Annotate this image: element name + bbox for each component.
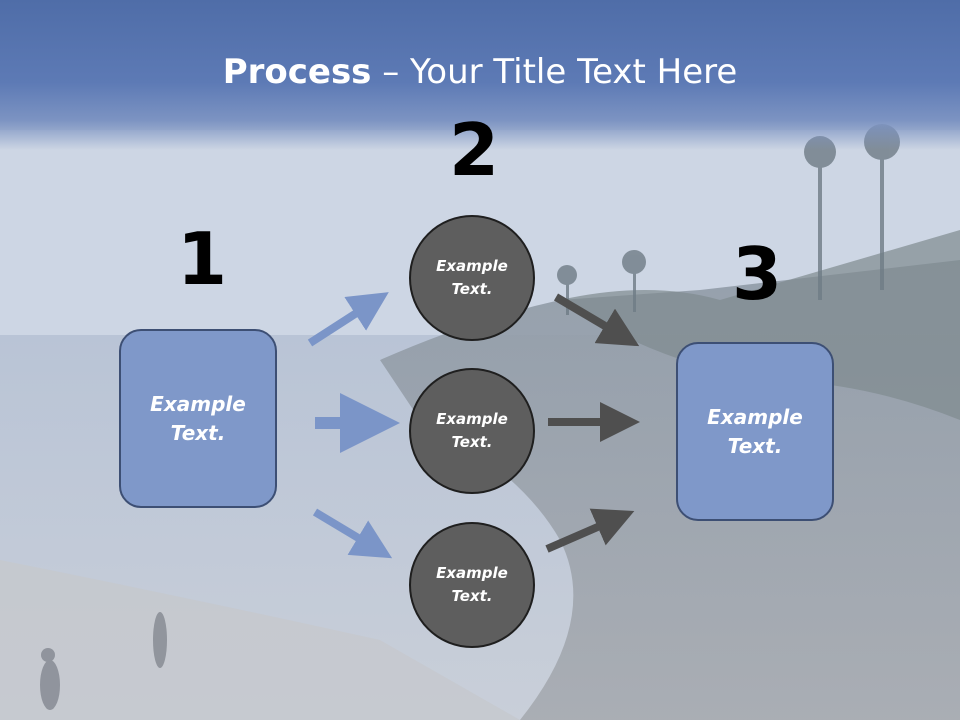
title-rest: – Your Title Text Here [371, 52, 738, 92]
title-bar [0, 0, 960, 150]
circle-middle-text: Example Text. [436, 410, 508, 451]
step-3-box: Example Text. [676, 342, 834, 521]
step-number-3: 3 [732, 232, 783, 316]
step-number-1: 1 [177, 217, 228, 301]
step-2-circle-top: Example Text. [409, 215, 535, 341]
step-number-2: 2 [449, 108, 500, 192]
step-3-text: Example Text. [707, 404, 803, 458]
step-1-text: Example Text. [150, 391, 246, 445]
slide-title: Process – Your Title Text Here [0, 52, 960, 92]
step-2-circle-bottom: Example Text. [409, 522, 535, 648]
circle-top-text: Example Text. [436, 257, 508, 298]
step-2-circle-middle: Example Text. [409, 368, 535, 494]
step-1-box: Example Text. [119, 329, 277, 508]
circle-bottom-text: Example Text. [436, 564, 508, 605]
title-bold: Process [222, 52, 372, 92]
